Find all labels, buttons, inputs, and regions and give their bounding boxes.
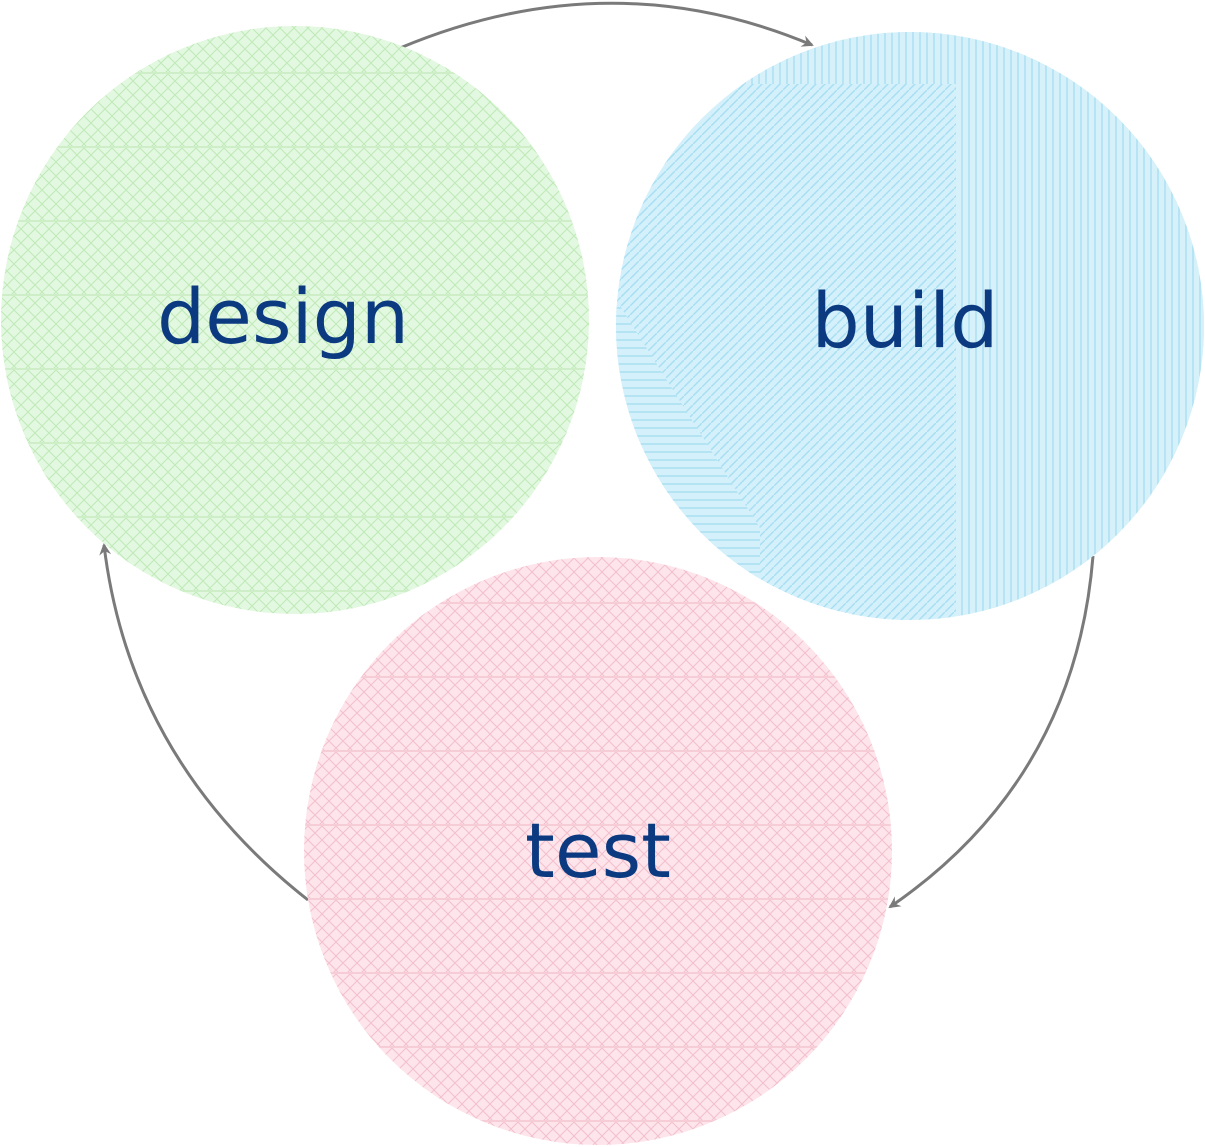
stage-test-circle — [304, 557, 892, 1145]
arrow-design-to-build — [399, 1, 814, 50]
stage-build: build — [616, 32, 1204, 620]
arrow-build-to-test — [888, 555, 1095, 909]
stage-build-label: build — [812, 276, 999, 365]
arrow-test-to-design — [99, 543, 309, 902]
stage-design-circle — [1, 26, 589, 614]
stage-design: design — [1, 26, 589, 614]
stage-design-label: design — [157, 272, 409, 361]
stage-test-label: test — [525, 806, 671, 895]
stage-test: test — [304, 557, 892, 1145]
